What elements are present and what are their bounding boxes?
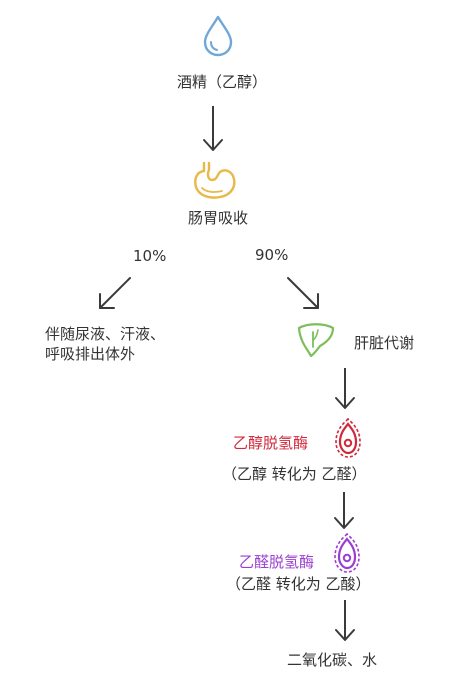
excretion-label-line1: 伴随尿液、汗液、 — [45, 325, 166, 343]
left-percent-label: 10% — [133, 247, 167, 265]
liver-label: 肝脏代谢 — [354, 334, 415, 352]
enzyme-red-icon — [335, 417, 361, 458]
liver-icon — [297, 323, 335, 358]
arrow-down-1 — [203, 106, 223, 151]
enzyme-purple-icon — [334, 532, 360, 573]
arrow-down-3 — [334, 492, 354, 529]
arrow-diagonal-right — [287, 277, 319, 309]
final-products-label: 二氧化碳、水 — [287, 651, 378, 669]
enzyme2-label: 乙醛脱氢酶 — [239, 553, 315, 571]
arrow-diagonal-left — [99, 277, 131, 309]
alcohol-label: 酒精（乙醇） — [176, 73, 268, 91]
enzyme2-description: （乙醛 转化为 乙酸） — [226, 575, 371, 593]
right-percent-label: 90% — [255, 246, 289, 264]
absorption-label: 肠胃吸收 — [187, 209, 249, 227]
arrow-down-4 — [335, 600, 355, 641]
water-drop-icon — [203, 15, 233, 57]
enzyme1-description: （乙醇 转化为 乙醛） — [222, 465, 367, 483]
stomach-icon — [194, 161, 236, 199]
excretion-label-line2: 呼吸排出体外 — [45, 345, 136, 363]
arrow-down-2 — [335, 368, 355, 409]
enzyme1-label: 乙醇脱氢酶 — [233, 434, 309, 452]
